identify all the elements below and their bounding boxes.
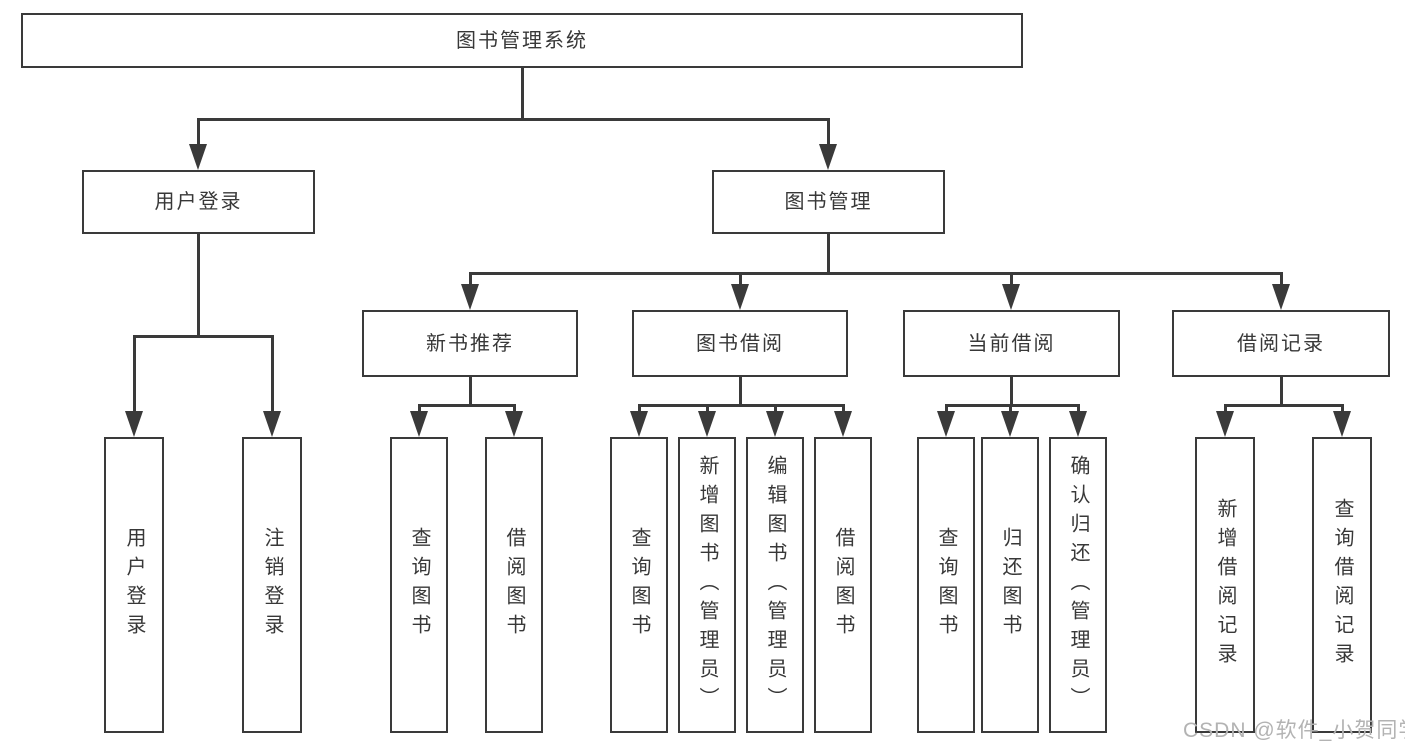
leaf-add-books-admin: 新增图书（管理员） [678,437,736,733]
connector-to-leaf [417,404,421,413]
leaf-borrow-books-recommend: 借阅图书 [485,437,543,733]
leaf-confirm-return-admin: 确认归还（管理员） [1049,437,1107,733]
connector-book-borrowing-split [637,404,845,407]
node-label: 图书管理 [784,191,873,213]
connector-current-borrowing-stem [1009,377,1013,407]
connector-user-login-split [132,335,274,338]
connector-root-stem [520,68,524,120]
connector-to-user-login [196,118,200,146]
leaf-query-books-current: 查询图书 [917,437,975,733]
connector-to-leaf-logout [270,335,274,413]
connector-to-leaf [705,404,709,413]
connector-current-borrowing-split [944,404,1080,407]
connector-to-leaf [512,404,516,413]
leaf-label: 借阅图书 [503,527,525,643]
leaf-borrow-books: 借阅图书 [814,437,872,733]
leaf-label: 确认归还（管理员） [1067,454,1089,716]
arrow-down-icon [505,411,523,437]
connector-to-leaf [841,404,845,413]
leaf-label: 归还图书 [999,527,1021,643]
leaf-query-books-borrowing: 查询图书 [610,437,668,733]
connector-book-management-split [468,272,1283,275]
node-label: 图书管理系统 [456,29,588,52]
arrow-down-icon [1002,284,1020,310]
node-book-borrowing: 图书借阅 [632,310,848,377]
connector-book-management-stem [826,234,830,275]
connector-to-leaf-user-login [132,335,136,413]
arrow-down-icon [1001,411,1019,437]
leaf-label: 借阅图书 [832,527,854,643]
arrow-down-icon [698,411,716,437]
arrow-down-icon [1333,411,1351,437]
leaf-edit-books-admin: 编辑图书（管理员） [746,437,804,733]
node-library-management-system: 图书管理系统 [21,13,1023,68]
leaf-label: 注销登录 [261,527,283,643]
leaf-query-books-recommend: 查询图书 [390,437,448,733]
connector-to-borrowing-records [1279,272,1283,286]
connector-to-leaf [944,404,948,413]
arrow-down-icon [1069,411,1087,437]
connector-book-borrowing-stem [738,377,742,407]
csdn-watermark: CSDN @软件_小贺同学 [1183,719,1405,742]
leaf-label: 查询借阅记录 [1331,498,1353,672]
connector-root-split [196,118,830,121]
arrow-down-icon [819,144,837,170]
leaf-add-borrow-record: 新增借阅记录 [1195,437,1255,733]
node-label: 当前借阅 [967,332,1056,355]
arrow-down-icon [410,411,428,437]
node-current-borrowing: 当前借阅 [903,310,1120,377]
connector-to-book-management [826,118,830,146]
connector-to-book-borrowing [738,272,742,286]
arrow-down-icon [125,411,143,437]
arrow-down-icon [263,411,281,437]
connector-new-book-split [417,404,516,407]
connector-to-new-book-recommend [468,272,472,286]
leaf-label: 查询图书 [408,527,430,643]
leaf-query-borrow-record: 查询借阅记录 [1312,437,1372,733]
connector-to-leaf [773,404,777,413]
connector-borrowing-records-stem [1279,377,1283,407]
arrow-down-icon [1272,284,1290,310]
connector-user-login-stem [196,234,200,338]
connector-to-leaf [1340,404,1344,413]
arrow-down-icon [189,144,207,170]
node-label: 新书推荐 [426,332,514,355]
leaf-return-books: 归还图书 [981,437,1039,733]
node-label: 用户登录 [154,191,243,213]
node-label: 借阅记录 [1237,332,1325,355]
node-label: 图书借阅 [696,332,784,355]
leaf-label: 新增借阅记录 [1214,498,1236,672]
arrow-down-icon [461,284,479,310]
node-borrowing-records: 借阅记录 [1172,310,1390,377]
arrow-down-icon [834,411,852,437]
connector-to-leaf [1223,404,1227,413]
node-user-login: 用户登录 [82,170,315,234]
leaf-label: 新增图书（管理员） [696,454,718,716]
connector-to-leaf [1076,404,1080,413]
leaf-label: 用户登录 [123,527,145,643]
arrow-down-icon [766,411,784,437]
leaf-logout: 注销登录 [242,437,302,733]
connector-to-leaf [1008,404,1012,413]
connector-to-current-borrowing [1009,272,1013,286]
arrow-down-icon [937,411,955,437]
arrow-down-icon [630,411,648,437]
leaf-user-login: 用户登录 [104,437,164,733]
arrow-down-icon [731,284,749,310]
connector-borrowing-records-split [1223,404,1344,407]
node-book-management: 图书管理 [712,170,945,234]
leaf-label: 查询图书 [935,527,957,643]
connector-to-leaf [637,404,641,413]
arrow-down-icon [1216,411,1234,437]
leaf-label: 编辑图书（管理员） [764,454,786,716]
connector-new-book-stem [468,377,472,407]
leaf-label: 查询图书 [628,527,650,643]
node-new-book-recommend: 新书推荐 [362,310,578,377]
